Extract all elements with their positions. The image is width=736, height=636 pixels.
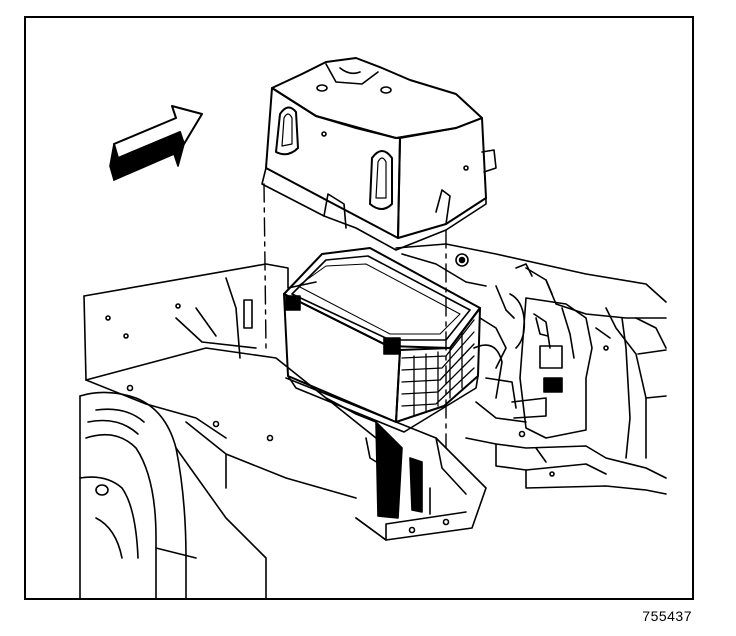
battery [283, 247, 481, 433]
inner-fender [79, 391, 267, 598]
direction-arrow-icon [109, 105, 203, 181]
alignment-lines [263, 183, 447, 449]
diagram-frame [24, 16, 694, 600]
battery-tray [285, 377, 487, 541]
compartment-panel [83, 263, 387, 559]
right-components [395, 243, 667, 495]
battery-cover [261, 57, 497, 251]
figure-number: 755437 [642, 608, 692, 624]
exploded-view-illustration [79, 57, 667, 598]
